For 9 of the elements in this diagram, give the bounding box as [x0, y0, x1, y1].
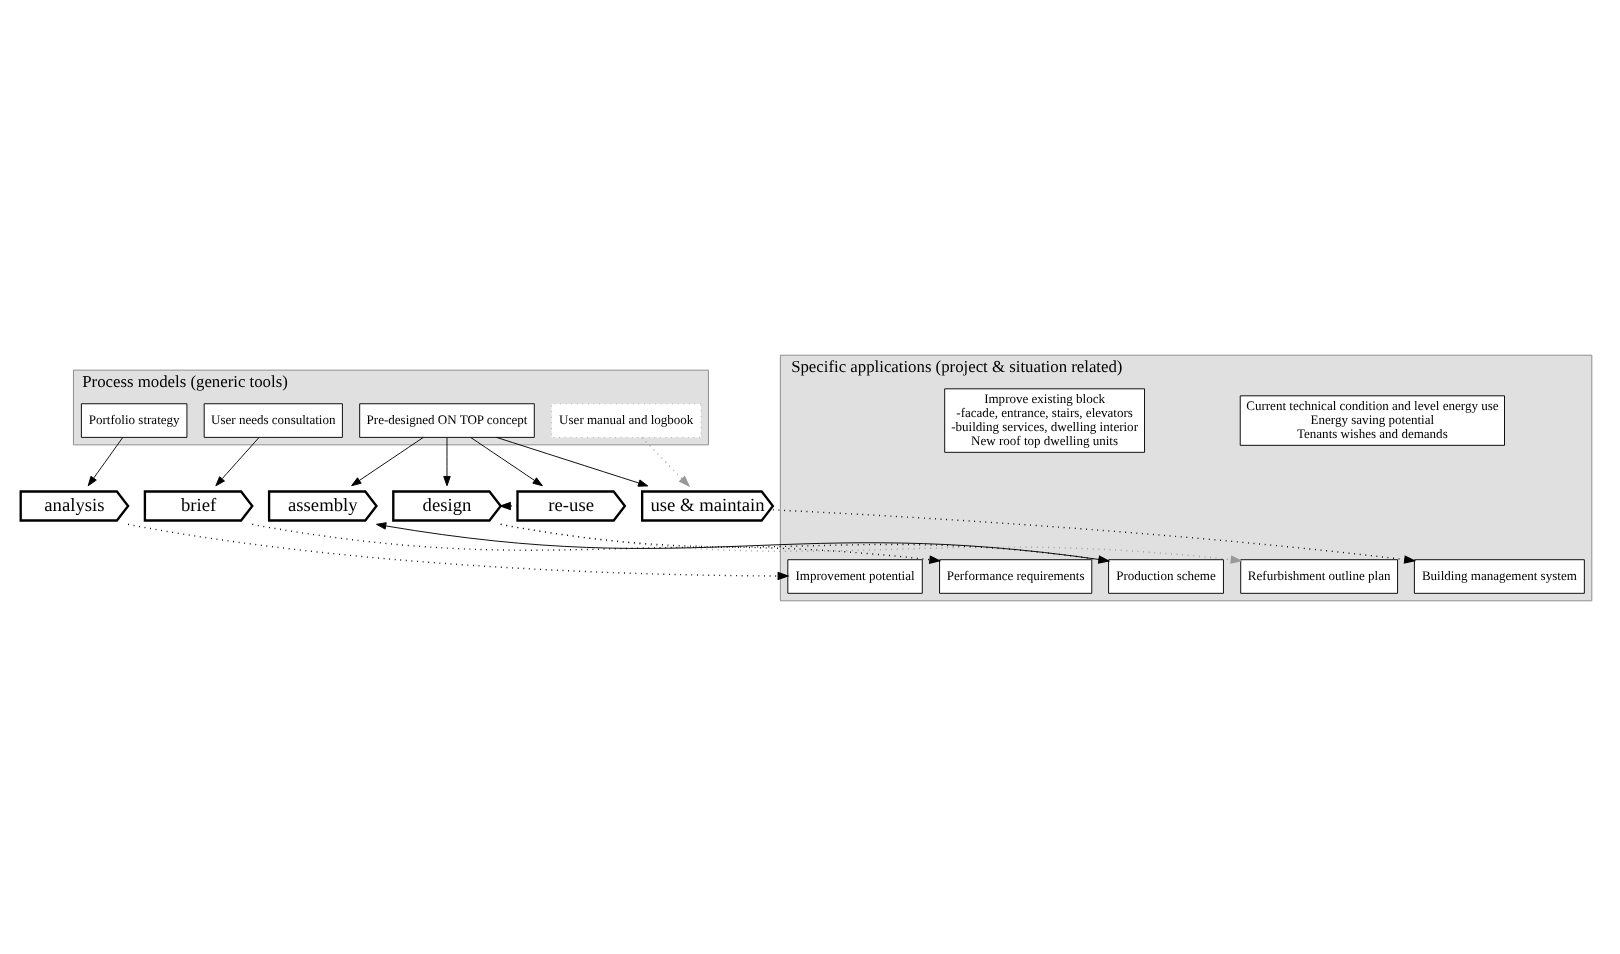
arrow	[496, 435, 649, 486]
arrow	[351, 435, 424, 486]
arrow	[215, 436, 260, 486]
arrow	[87, 436, 124, 486]
arrow	[251, 522, 942, 563]
arrow	[470, 435, 543, 486]
arrow	[443, 436, 451, 486]
arrow	[127, 522, 790, 580]
arrow	[641, 435, 691, 487]
